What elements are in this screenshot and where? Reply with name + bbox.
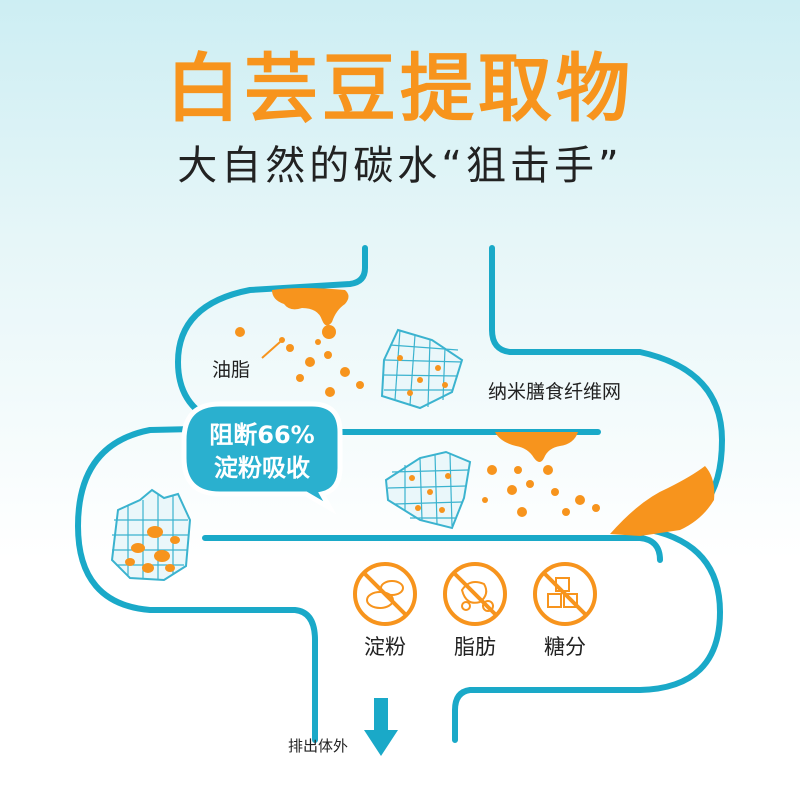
fat-drip-top xyxy=(272,288,349,326)
excrete-arrow-icon xyxy=(364,698,398,756)
block-line1: 阻断66% xyxy=(209,421,314,449)
prohibit-fat xyxy=(443,562,507,626)
fat-wave-right xyxy=(610,466,715,536)
oil-pointer xyxy=(261,341,281,359)
excrete-label: 排出体外 xyxy=(288,737,348,755)
fat-particles xyxy=(235,327,600,517)
fat-icon xyxy=(460,581,494,612)
block-line2: 淀粉吸收 xyxy=(214,454,310,482)
icon-label-starch: 淀粉 xyxy=(364,635,406,659)
fiber-net-top xyxy=(380,328,464,410)
fat-drip-middle xyxy=(495,432,578,462)
block-bubble: 阻断66% 淀粉吸收 xyxy=(181,401,343,515)
fiber-net-middle xyxy=(384,450,472,530)
fiber-net-bottom xyxy=(110,488,192,582)
page-subtitle: 大自然的碳水“狙击手” xyxy=(177,143,623,189)
prohibit-starch xyxy=(353,562,417,626)
oil-label: 油脂 xyxy=(212,359,250,381)
intestine-outer-wall xyxy=(75,245,368,743)
nano-fiber-label: 纳米膳食纤维网 xyxy=(488,381,621,403)
prohibit-sugar xyxy=(533,562,597,626)
icon-label-sugar: 糖分 xyxy=(544,635,586,659)
icon-label-fat: 脂肪 xyxy=(454,635,496,659)
page-title: 白芸豆提取物 xyxy=(166,46,634,132)
intestine-inner-wall-2 xyxy=(202,535,663,563)
